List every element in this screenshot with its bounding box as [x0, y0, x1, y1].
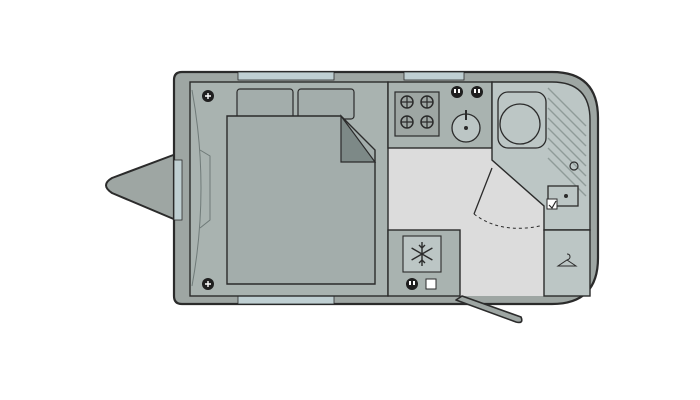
- light-switch-icon: [425, 278, 437, 290]
- window-top-bedroom: [237, 71, 335, 81]
- window-top-kitchen: [403, 71, 465, 81]
- front-wall-curve: [191, 89, 202, 287]
- usb-socket-icon: [202, 90, 214, 102]
- basin-tap-icon: [564, 194, 568, 198]
- window-front: [173, 159, 183, 221]
- mains-socket-icon: [451, 86, 463, 98]
- hob-burner-icon: [400, 115, 414, 129]
- light-switch-icon: [546, 198, 558, 210]
- front-wall-curve-inner: [199, 149, 211, 229]
- mains-socket-icon: [406, 278, 418, 290]
- shower-tray: [547, 87, 587, 197]
- door-swing-arc: [473, 213, 541, 229]
- shower-drain-icon: [569, 161, 579, 171]
- tow-hitch: [105, 153, 177, 221]
- bed-mattress: [226, 115, 376, 285]
- hob-burner-icon: [400, 95, 414, 109]
- toilet-icon: [497, 91, 547, 149]
- window-bottom-bedroom: [237, 295, 335, 305]
- sink-basin-icon: [451, 110, 481, 143]
- hob-burner-icon: [420, 115, 434, 129]
- entrance-door: [455, 295, 523, 324]
- pillow-left: [236, 88, 294, 120]
- mains-socket-icon: [471, 86, 483, 98]
- usb-socket-icon: [202, 278, 214, 290]
- pillow-right: [297, 88, 355, 120]
- door-swing-icon: [473, 167, 493, 215]
- duvet-fold: [340, 114, 377, 163]
- wardrobe: [543, 229, 591, 297]
- hob-burner-icon: [420, 95, 434, 109]
- freezer-snowflake-icon: [411, 242, 433, 266]
- coat-hanger-icon: [556, 253, 578, 267]
